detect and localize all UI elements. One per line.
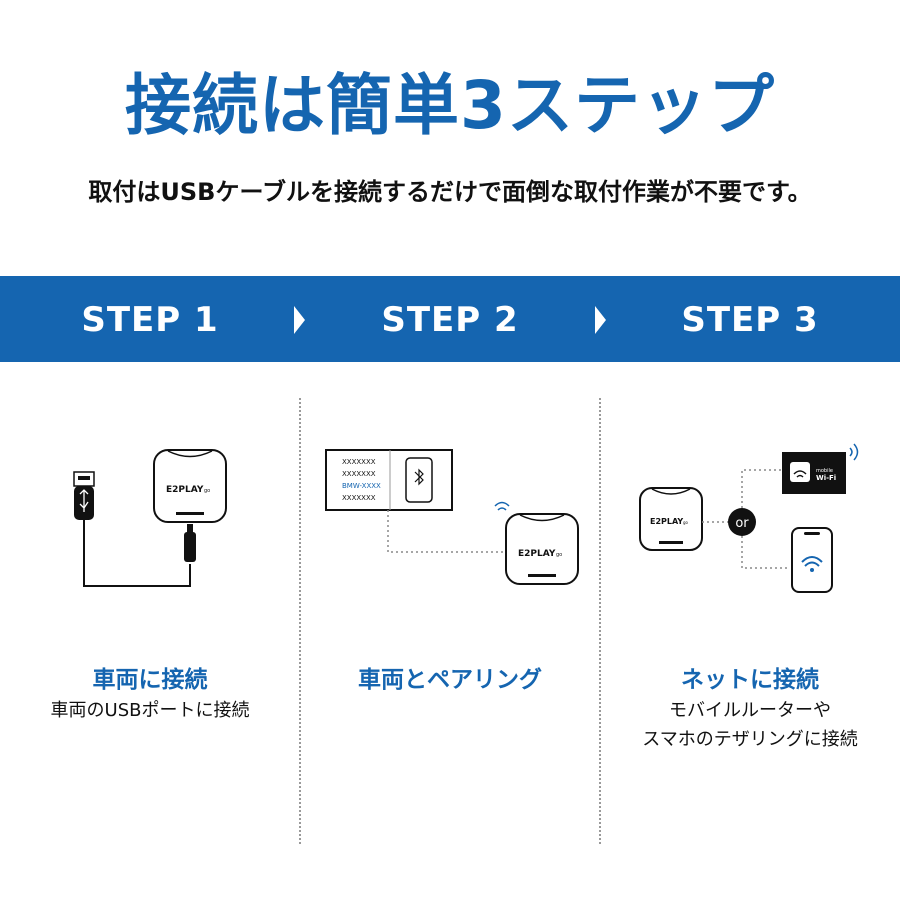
step-1-label: STEP 1 bbox=[81, 300, 219, 340]
device-label: E2PLAY bbox=[518, 549, 556, 559]
step-2-label: STEP 2 bbox=[381, 300, 519, 340]
e2play-device: E2PLAY go bbox=[505, 513, 579, 585]
or-badge bbox=[728, 508, 756, 536]
step-1-desc: 車両のUSBポートに接続 bbox=[50, 700, 250, 721]
smartphone-wifi-icon bbox=[791, 527, 833, 593]
step-1-title: 車両に接続 bbox=[92, 667, 208, 693]
steps-band bbox=[0, 276, 900, 362]
step-3-desc-line-1: モバイルルーターや bbox=[669, 700, 831, 721]
screen-list-item-selected: BMW-XXXX bbox=[342, 482, 381, 490]
step-2-illustration: XXXXXXX XXXXXXX BMW-XXXX XXXXXXX E2PLAY … bbox=[325, 449, 579, 585]
mobile-router-icon: mobile Wi-Fi bbox=[782, 452, 846, 494]
column-divider bbox=[299, 398, 301, 844]
screen-list-item: XXXXXXX bbox=[342, 470, 376, 478]
step-3-illustration: E2PLAY go or mobile Wi-Fi bbox=[639, 443, 859, 593]
step-3-desc-line-2: スマホのテザリングに接続 bbox=[642, 729, 858, 750]
chevron-right-icon bbox=[595, 306, 606, 334]
car-display-screen: XXXXXXX XXXXXXX BMW-XXXX XXXXXXX bbox=[325, 449, 453, 511]
column-divider bbox=[599, 398, 601, 844]
page-subtitle: 取付はUSBケーブルを接続するだけで面倒な取付作業が不要です。 bbox=[88, 178, 812, 206]
device-sub-label: go bbox=[204, 488, 210, 494]
or-label: or bbox=[735, 516, 749, 531]
router-label-line-2: Wi-Fi bbox=[816, 474, 836, 482]
e2play-device: E2PLAY go bbox=[639, 487, 703, 551]
device-label: E2PLAY bbox=[650, 517, 683, 526]
screen-list-item: XXXXXXX bbox=[342, 458, 376, 466]
page-title: 接続は簡単3ステップ bbox=[125, 67, 775, 144]
step-3-label: STEP 3 bbox=[681, 300, 819, 340]
router-label-line-1: mobile bbox=[816, 468, 833, 474]
wifi-signal-icon bbox=[494, 501, 510, 511]
chevron-right-icon bbox=[294, 306, 305, 334]
usb-c-plug-icon bbox=[184, 524, 196, 562]
e2play-device: E2PLAY go bbox=[153, 449, 227, 523]
bluetooth-phone-icon bbox=[405, 457, 433, 503]
wifi-signal-icon bbox=[849, 443, 859, 461]
usb-plug-icon bbox=[73, 471, 95, 520]
device-label: E2PLAY bbox=[166, 485, 204, 495]
screen-list-item: XXXXXXX bbox=[342, 494, 376, 502]
step-3-title: ネットに接続 bbox=[681, 667, 819, 693]
device-sub-label: go bbox=[556, 552, 562, 558]
device-sub-label: go bbox=[683, 520, 689, 525]
step-1-illustration: E2PLAY go bbox=[73, 449, 227, 587]
step-2-title: 車両とペアリング bbox=[358, 667, 542, 693]
